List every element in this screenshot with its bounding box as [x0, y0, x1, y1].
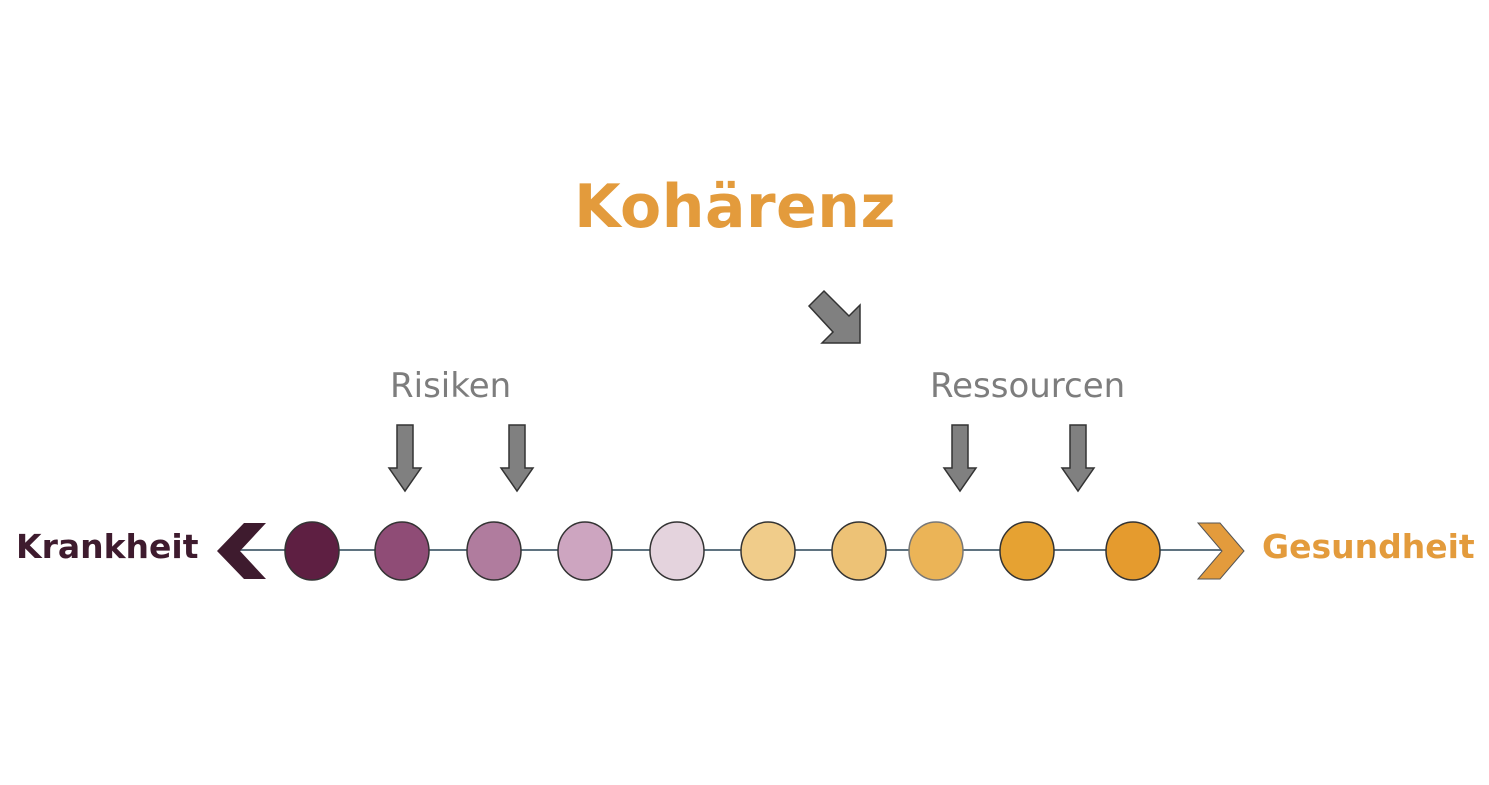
continuum-dot — [740, 521, 796, 581]
right-chevron-icon — [1196, 522, 1245, 580]
dots — [284, 521, 1161, 581]
down-arrow-icon — [942, 424, 978, 493]
continuum-dot — [649, 521, 705, 581]
down-arrow-icon — [499, 424, 535, 493]
continuum-dot — [557, 521, 613, 581]
resources-label: Ressourcen — [930, 366, 1126, 406]
illness-label: Krankheit — [16, 527, 199, 566]
risks-label: Risiken — [390, 366, 512, 406]
left-chevron-icon — [217, 523, 266, 579]
continuum-dot — [831, 521, 887, 581]
title: Kohärenz — [574, 172, 896, 242]
continuum-dot — [284, 521, 340, 581]
continuum-dot — [466, 521, 522, 581]
continuum-dot — [1105, 521, 1161, 581]
diagonal-arrow-icon — [807, 289, 861, 344]
down-arrow-icon — [1060, 424, 1096, 493]
continuum-dot — [999, 521, 1055, 581]
continuum-dot — [374, 521, 430, 581]
health-label: Gesundheit — [1262, 527, 1475, 566]
continuum-dot — [908, 521, 964, 581]
down-arrow-icon — [387, 424, 423, 493]
